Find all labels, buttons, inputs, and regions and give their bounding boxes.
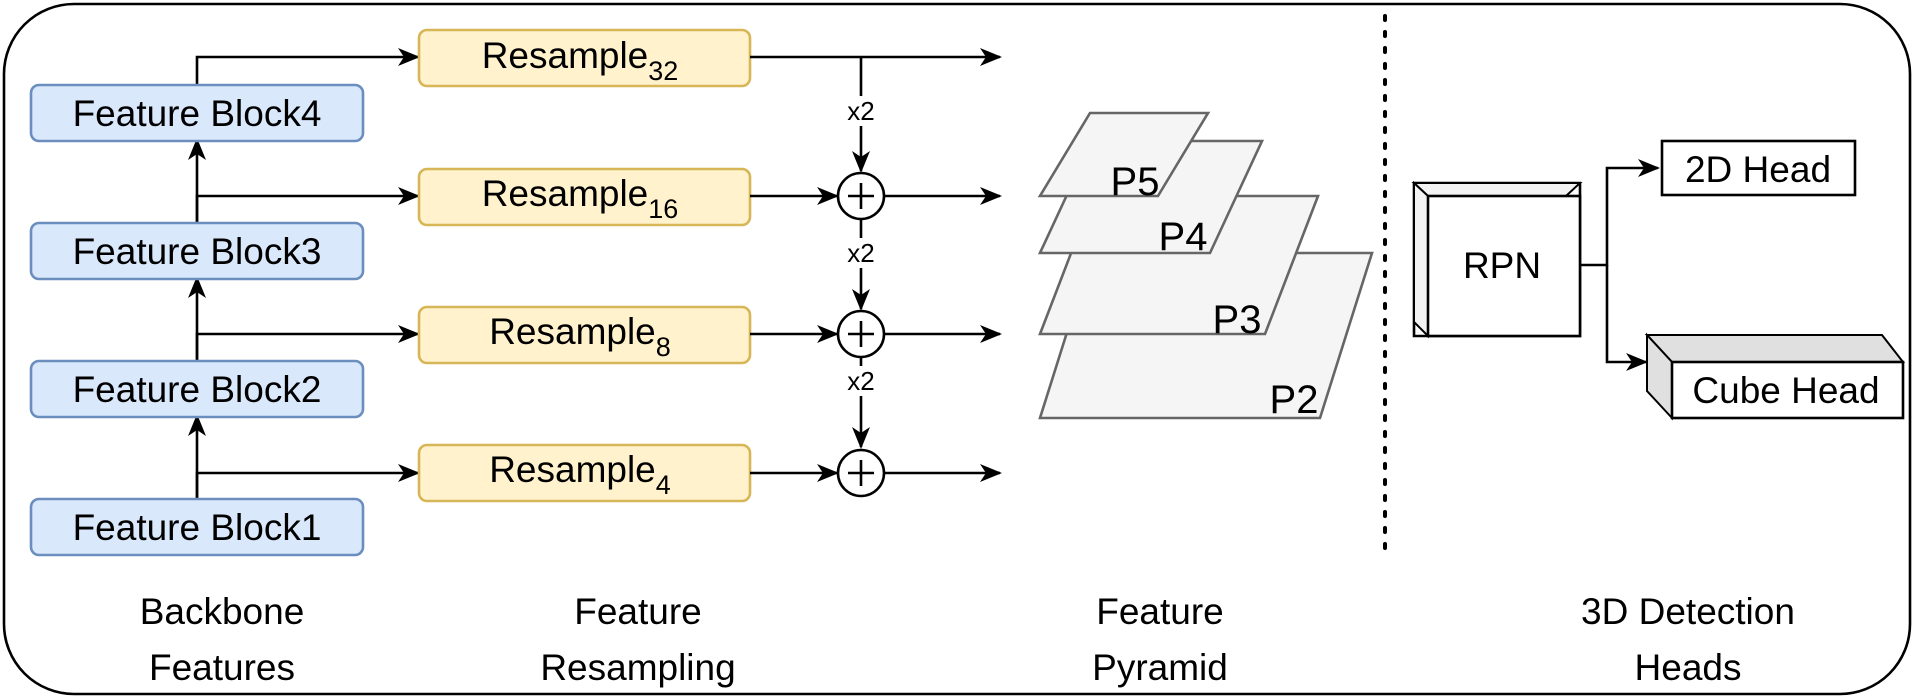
resample-16-box: Resample16 [417, 167, 752, 227]
resample-32-label: Resample32 [482, 35, 679, 86]
upsample-label-1: x2 [847, 96, 874, 126]
heads-caption-line2: Heads [1635, 647, 1742, 688]
sum-node-16 [836, 171, 886, 221]
pyramid-level-p2-label: P2 [1270, 378, 1319, 422]
pyramid-level-p5: P5 [1037, 111, 1211, 204]
pyramid-caption-line1: Feature [1096, 591, 1224, 632]
resample-32-box: Resample32 [417, 28, 752, 88]
rpn-label: RPN [1463, 245, 1541, 286]
rpn-to-cube-head-arrow [1605, 265, 1648, 371]
feature-block-4-label: Feature Block4 [73, 93, 322, 134]
head-2d-label: 2D Head [1685, 149, 1831, 190]
backbone-caption-line1: Backbone [140, 591, 305, 632]
block2-to-resample8-arrow [195, 325, 420, 361]
pyramid-caption-line2: Pyramid [1092, 647, 1228, 688]
backbone-caption-line2: Features [149, 647, 295, 688]
cube-head-label: Cube Head [1692, 370, 1879, 411]
pyramid-level-p3-label: P3 [1213, 298, 1262, 342]
resampling-caption-line2: Resampling [540, 647, 735, 688]
pyramid-level-p5-label: P5 [1111, 160, 1160, 204]
feature-block-3-label: Feature Block3 [73, 231, 322, 272]
rpn-to-2d-head-arrow [1580, 159, 1660, 267]
backbone-column: Feature Block1 Feature Block2 Feature Bl… [29, 48, 420, 688]
resampling-column: Resample32 Resample16 Resample8 Resample… [417, 28, 1002, 688]
resample-8-label: Resample8 [489, 311, 671, 362]
resampling-caption-line1: Feature [574, 591, 702, 632]
resample-4-box: Resample4 [417, 443, 752, 503]
feature-block-2-label: Feature Block2 [73, 369, 322, 410]
feature-block-1: Feature Block1 [29, 497, 365, 557]
detection-heads: RPN 2D Head Cube Head 3D Detection Heads [1411, 139, 1906, 688]
cube-head-box: Cube Head [1644, 332, 1906, 421]
resample-4-label: Resample4 [489, 449, 671, 500]
feature-block-1-label: Feature Block1 [73, 507, 322, 548]
upsample-label-3: x2 [847, 366, 874, 396]
feature-pyramid: P2 P3 P4 P5 Feature Pyramid [1037, 111, 1374, 688]
sum-node-4 [836, 448, 886, 498]
sum-node-8 [836, 309, 886, 359]
block3-to-resample16-arrow [195, 187, 420, 223]
pyramid-level-p4-label: P4 [1159, 215, 1208, 259]
feature-block-4: Feature Block4 [29, 83, 365, 143]
resample-8-box: Resample8 [417, 305, 752, 365]
head-2d-box: 2D Head [1660, 139, 1857, 197]
feature-block-3: Feature Block3 [29, 221, 365, 281]
block1-to-resample4-arrow [195, 464, 420, 499]
feature-block-2: Feature Block2 [29, 359, 365, 419]
block4-to-resample32-arrow [195, 48, 420, 85]
rpn-box: RPN [1411, 180, 1583, 339]
resample-16-label: Resample16 [482, 173, 679, 224]
upsample-label-2: x2 [847, 238, 874, 268]
heads-caption-line1: 3D Detection [1581, 591, 1795, 632]
